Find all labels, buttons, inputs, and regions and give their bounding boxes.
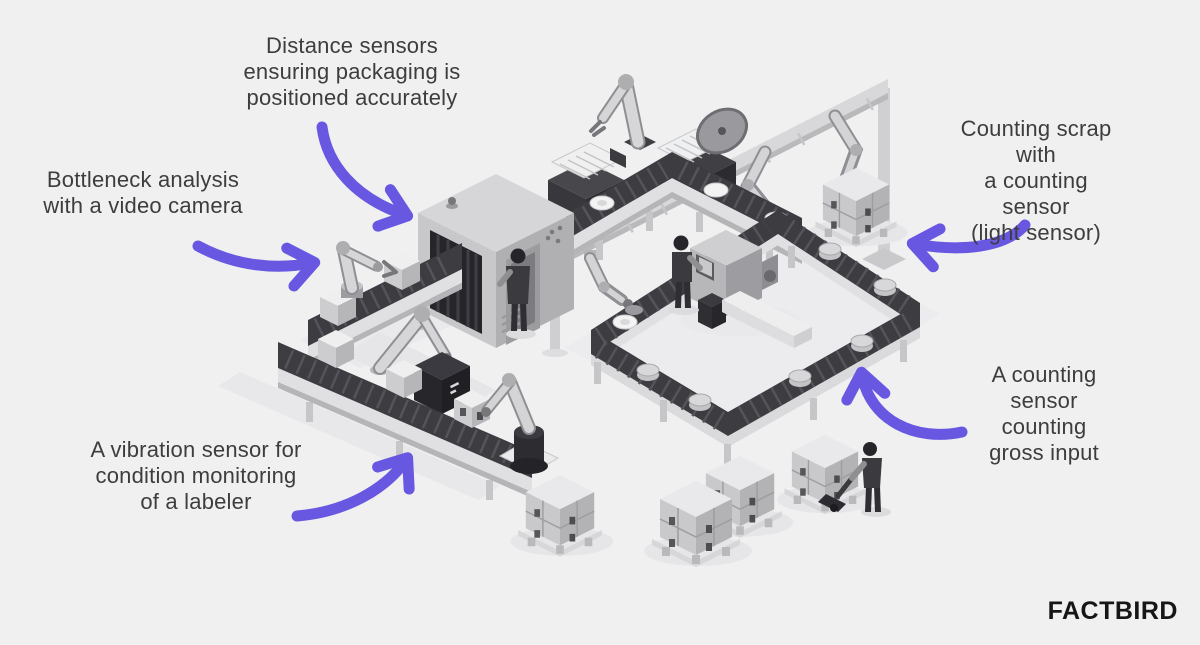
- pick-robot-arm: [589, 74, 656, 150]
- annotation-bottleneck-camera: Bottleneck analysis with a video camera: [43, 167, 243, 218]
- worker-at-lathe: [669, 235, 703, 315]
- gross-input-arrow-icon: [841, 366, 968, 440]
- annotation-vibration-sensor: A vibration sensor for condition monitor…: [90, 437, 302, 514]
- labeling-conveyor-lower: [278, 330, 532, 500]
- annotation-counting-scrap: Counting scrap with a counting sensor (l…: [960, 116, 1112, 245]
- scrap-pallet-stack: [807, 167, 909, 248]
- vibration-arrow-icon: [291, 452, 415, 522]
- annotation-distance-sensors: Distance sensors ensuring packaging is p…: [243, 33, 461, 110]
- worker-with-pallet-jack: [818, 442, 891, 517]
- bottleneck-robot-arm: [336, 241, 398, 298]
- distance-arrow-icon: [316, 121, 414, 232]
- loop-robot-arm: [584, 250, 643, 315]
- factbird-logo: FACTBIRD: [1047, 597, 1178, 625]
- worker-at-machine: [497, 248, 536, 339]
- labeler-robot-arm: [370, 306, 452, 375]
- pedestal-robot-arm: [481, 373, 548, 474]
- bottleneck-arrow-icon: [192, 240, 321, 292]
- box-on-belt: [318, 330, 490, 428]
- parts-on-loop: [612, 242, 897, 411]
- scrap-arrow-icon: [906, 219, 1031, 273]
- annotation-arrows: [192, 121, 1031, 522]
- annotation-gross-input: A counting sensor counting gross input: [989, 362, 1099, 465]
